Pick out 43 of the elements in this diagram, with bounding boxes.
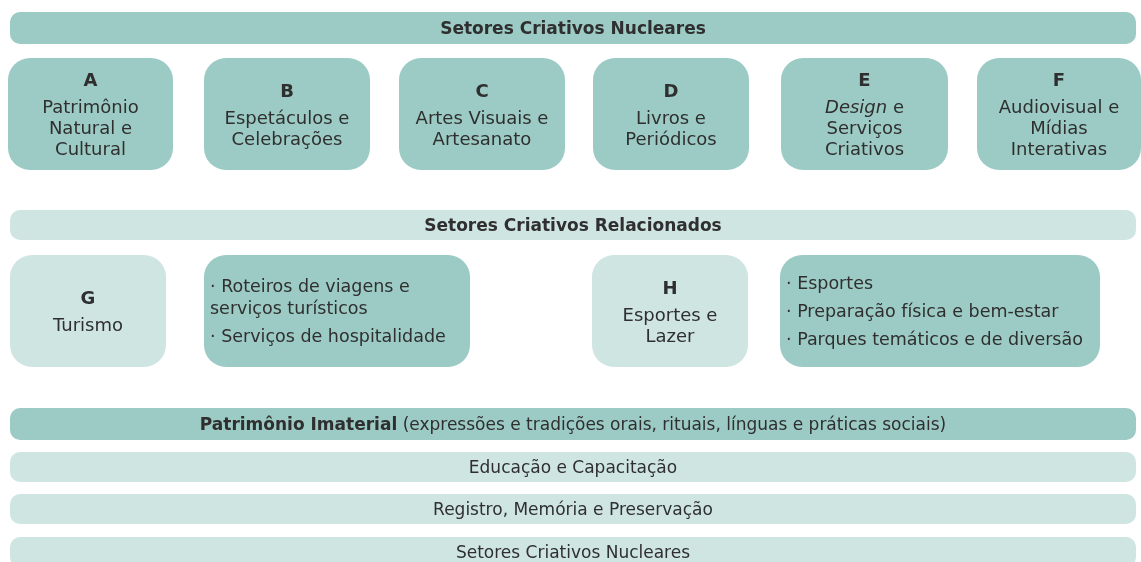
sector-letter: D [663,79,679,101]
category-band [10,537,1136,562]
sector-box [399,58,565,170]
sector-letter: A [83,69,98,90]
sector-name: Turismo [53,314,123,335]
sector-letter: F [1052,69,1066,90]
sector-letter: G [80,287,96,308]
band-label: Registro, Memória e Preservação [433,499,713,519]
bullet-item: · Esportes [786,272,874,294]
section-title: Setores Criativos Relacionados [424,215,722,235]
sector-name: Design e Serviços Criativos [823,96,906,159]
list-box [780,255,1100,367]
sector-box [977,58,1141,170]
sector-name: Esportes e Lazer [621,303,719,346]
sector-box [10,255,166,367]
band-label: Educação e Capacitação [468,457,678,477]
sector-letter: B [280,79,294,101]
list-box [204,255,470,367]
section-title: Setores Criativos Nucleares [440,18,706,38]
sector-name: Espetáculos e Celebrações [223,106,351,149]
sector-name: Patrimônio Natural e Cultural [41,96,140,159]
band-label: Setores Criativos Nucleares [455,542,691,562]
sector-name: Artes Visuais e Artesanato [414,106,550,149]
sector-box [781,58,948,170]
sector-letter: H [662,276,678,298]
section-band [10,210,1136,240]
sector-box [592,255,748,367]
sector-box [8,58,173,170]
band-label: Patrimônio Imaterial (expressões e tradições orais, rituais, línguas e práticas sociais) [199,414,947,434]
bullet-item: · Roteiros de viagens e serviços turísticos [210,275,411,319]
sector-name: Audiovisual e Mídias Interativas [997,96,1121,159]
sector-letter: C [475,79,489,101]
section-band [10,12,1136,44]
bullet-item: · Preparação física e bem-estar [786,300,1059,322]
sector-box [204,58,370,170]
category-band [10,408,1136,440]
bullet-item: · Parques temáticos e de diversão [786,328,1083,350]
bullet-item: · Serviços de hospitalidade [210,325,446,347]
sector-letter: E [858,69,871,90]
sector-name: Livros e Periódicos [624,106,718,149]
category-band [10,452,1136,482]
category-band [10,494,1136,524]
sector-box [593,58,749,170]
